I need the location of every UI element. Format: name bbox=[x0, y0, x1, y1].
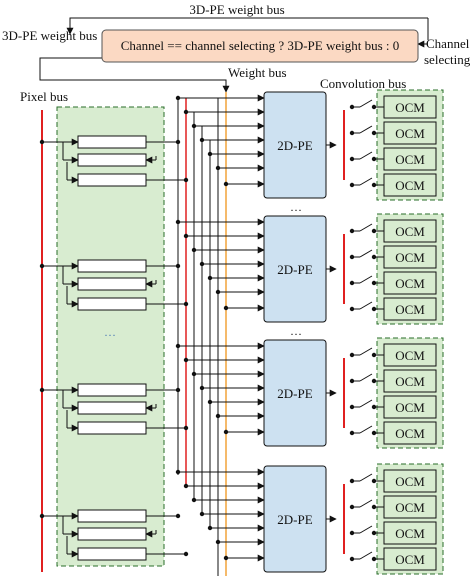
left-bus-label: 3D-PE weight bus bbox=[2, 28, 97, 43]
top-bus-label: 3D-PE weight bus bbox=[189, 2, 284, 17]
reg-out-dot-3-3 bbox=[183, 425, 189, 431]
switch-blade-4-2 bbox=[359, 499, 373, 508]
convolution-bus-label: Convolution bus bbox=[320, 76, 406, 91]
ocm-label-1-1: OCM bbox=[395, 100, 425, 115]
switch-blade-4-3 bbox=[359, 525, 373, 534]
reg-out-dot-4-1 bbox=[175, 513, 181, 519]
switch-blade-4-4 bbox=[359, 551, 373, 560]
switch-pivot-2-4 bbox=[349, 306, 355, 312]
switch-blade-1-2 bbox=[359, 125, 373, 134]
pixel-register-3-3 bbox=[77, 421, 147, 435]
ocm-label-3-2: OCM bbox=[395, 374, 425, 389]
ocm-label-3-3: OCM bbox=[395, 400, 425, 415]
ocm-label-3-4: OCM bbox=[395, 426, 425, 441]
ocm-label-2-3: OCM bbox=[395, 276, 425, 291]
pixel-register-4-1 bbox=[77, 509, 147, 523]
pe-blocks-group: 2D-PE OCM OCM OCM OCM 2D-PE OCM OCM OCM OCM 2D-PE O… bbox=[39, 89, 444, 575]
pixel-register-1-2 bbox=[77, 153, 147, 167]
ocm-label-3-1: OCM bbox=[395, 348, 425, 363]
switch-pivot-1-1 bbox=[349, 104, 355, 110]
switch-pivot-1-2 bbox=[349, 130, 355, 136]
pixel-register-4-3 bbox=[77, 547, 147, 561]
pixel-register-3-2 bbox=[77, 401, 147, 415]
ocm-label-1-3: OCM bbox=[395, 152, 425, 167]
ocm-label-1-2: OCM bbox=[395, 126, 425, 141]
selector-expression: Channel == channel selecting ? 3D-PE wei… bbox=[121, 38, 400, 53]
pixel-bus-label: Pixel bus bbox=[20, 89, 68, 104]
switch-pivot-2-1 bbox=[349, 228, 355, 234]
pe-ellipsis-2: ··· bbox=[290, 327, 302, 341]
switch-pivot-4-3 bbox=[349, 530, 355, 536]
pe-ellipsis-1: ··· bbox=[290, 203, 302, 217]
channel-selecting-label-2: selecting bbox=[424, 52, 471, 67]
ocm-label-4-3: OCM bbox=[395, 526, 425, 541]
switch-pivot-1-3 bbox=[349, 156, 355, 162]
ocm-label-4-1: OCM bbox=[395, 474, 425, 489]
switch-pivot-3-2 bbox=[349, 378, 355, 384]
switch-pivot-4-2 bbox=[349, 504, 355, 510]
switch-blade-1-4 bbox=[359, 177, 373, 186]
reg-out-dot-3-1 bbox=[175, 387, 181, 393]
switch-pivot-2-2 bbox=[349, 254, 355, 260]
pixel-region-ellipsis: ··· bbox=[104, 328, 116, 342]
switch-pivot-4-1 bbox=[349, 478, 355, 484]
switch-pivot-4-4 bbox=[349, 556, 355, 562]
pixel-register-2-2 bbox=[77, 277, 147, 291]
switch-blade-3-2 bbox=[359, 373, 373, 382]
channel-selector-box bbox=[101, 29, 419, 63]
pixel-register-1-3 bbox=[77, 173, 147, 187]
pe-label-4: 2D-PE bbox=[277, 512, 312, 527]
switch-blade-4-1 bbox=[359, 473, 373, 482]
switch-blade-3-4 bbox=[359, 425, 373, 434]
reg-out-dot-1-1 bbox=[175, 139, 181, 145]
ocm-label-2-1: OCM bbox=[395, 224, 425, 239]
ocm-label-2-4: OCM bbox=[395, 302, 425, 317]
switch-blade-2-2 bbox=[359, 249, 373, 258]
switch-pivot-3-4 bbox=[349, 430, 355, 436]
switch-blade-2-3 bbox=[359, 275, 373, 284]
pe-label-2: 2D-PE bbox=[277, 262, 312, 277]
pixel-register-1-1 bbox=[77, 135, 147, 149]
ocm-label-4-4: OCM bbox=[395, 552, 425, 567]
reg-out-dot-2-3 bbox=[183, 301, 189, 307]
switch-pivot-3-1 bbox=[349, 352, 355, 358]
weight-bus-label: Weight bus bbox=[228, 65, 287, 80]
reg-out-dot-4-3 bbox=[183, 551, 189, 557]
reg-out-dot-2-1 bbox=[175, 263, 181, 269]
switch-blade-1-1 bbox=[359, 99, 373, 108]
switch-blade-2-1 bbox=[359, 223, 373, 232]
reg-out-dot-1-3 bbox=[183, 177, 189, 183]
ocm-label-2-2: OCM bbox=[395, 250, 425, 265]
switch-blade-3-1 bbox=[359, 347, 373, 356]
pixel-register-3-1 bbox=[77, 383, 147, 397]
pixel-register-2-3 bbox=[77, 297, 147, 311]
channel-selecting-label-1: Channel bbox=[426, 36, 470, 51]
switch-blade-1-3 bbox=[359, 151, 373, 160]
switch-blade-3-3 bbox=[359, 399, 373, 408]
switch-pivot-3-3 bbox=[349, 404, 355, 410]
selector-output-line bbox=[39, 57, 230, 93]
pe-label-1: 2D-PE bbox=[277, 138, 312, 153]
switch-pivot-2-3 bbox=[349, 280, 355, 286]
pixel-register-4-2 bbox=[77, 527, 147, 541]
switch-pivot-1-4 bbox=[349, 182, 355, 188]
pixel-register-2-1 bbox=[77, 259, 147, 273]
switch-blade-2-4 bbox=[359, 301, 373, 310]
ocm-label-4-2: OCM bbox=[395, 500, 425, 515]
ocm-label-1-4: OCM bbox=[395, 178, 425, 193]
pe-label-3: 2D-PE bbox=[277, 386, 312, 401]
top-bus-line bbox=[66, 17, 428, 35]
